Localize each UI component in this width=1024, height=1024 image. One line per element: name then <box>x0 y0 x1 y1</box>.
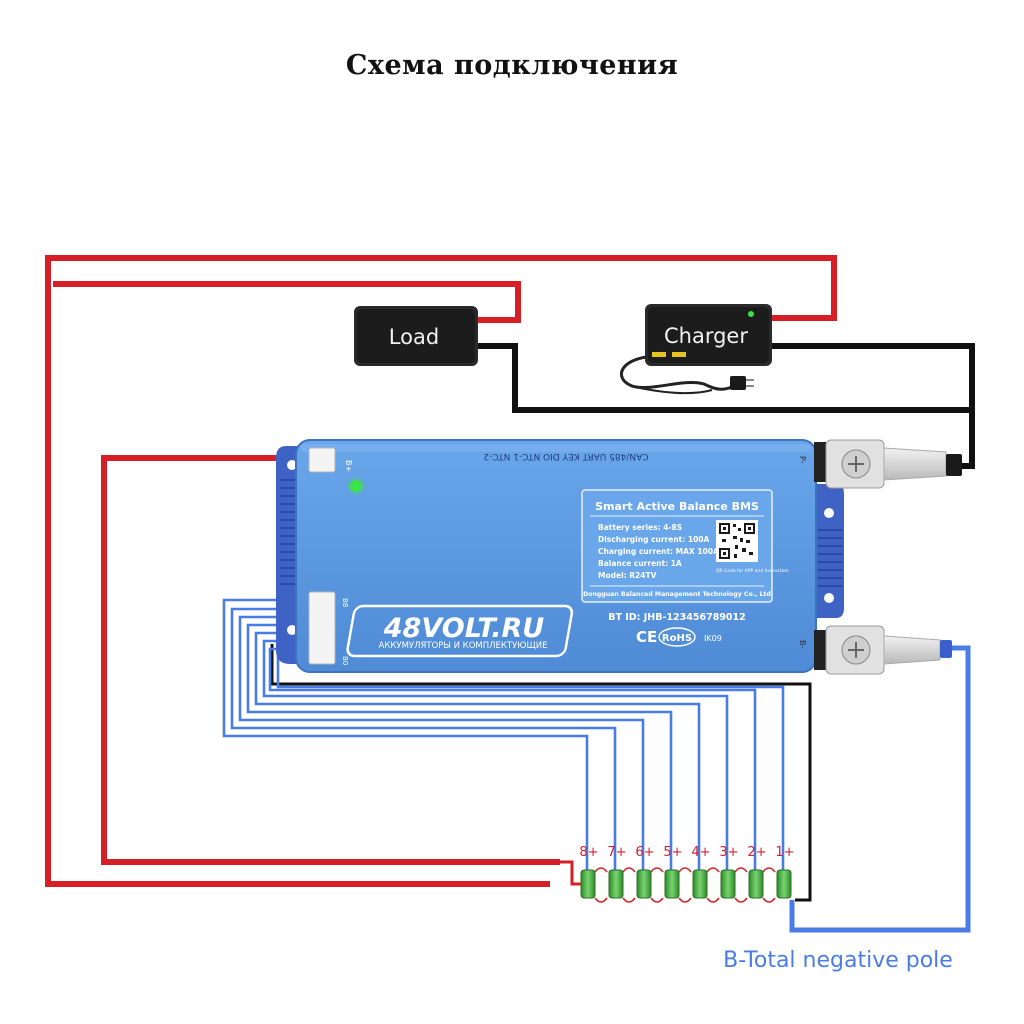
cell-label-8: 8+ <box>579 845 598 860</box>
b0-label: B0 <box>341 656 349 665</box>
cell-label-5: 5+ <box>663 845 682 860</box>
panel-title: Smart Active Balance BMS <box>595 500 759 513</box>
total-negative-label: B-Total negative pole <box>723 948 953 973</box>
watermark-tagline: АККУМУЛЯТОРЫ И КОМПЛЕКТУЮЩИЕ <box>379 641 548 651</box>
cell-label-1: 1+ <box>775 845 794 860</box>
ce-mark: CE <box>636 628 657 646</box>
p-minus-terminal: P- <box>798 439 962 489</box>
cell-2 <box>748 869 764 899</box>
status-led <box>350 480 362 492</box>
red-wires <box>45 255 837 887</box>
cell-4 <box>692 869 708 899</box>
watermark-brand: 48VOLT.RU <box>383 613 545 644</box>
charger-cable <box>620 354 739 391</box>
sense-wires <box>222 598 785 870</box>
red-wire-to-cell8 <box>560 860 588 886</box>
black-wire-charger <box>772 343 975 469</box>
cell-7 <box>608 869 624 899</box>
load-box: Load <box>354 306 478 366</box>
bt-id-label: BT ID: JHB-123456789012 <box>608 612 746 623</box>
battery-cells <box>580 869 792 899</box>
sense-wire-3 <box>262 639 729 870</box>
cell-1 <box>776 869 792 899</box>
rohs-badge <box>658 627 696 647</box>
cell-label-7: 7+ <box>607 845 626 860</box>
load-label: Load <box>389 325 439 349</box>
b-total-negative-wire <box>789 645 971 933</box>
black-wire-load <box>478 343 972 413</box>
spec-charge: Charging current: MAX 100A <box>598 547 719 556</box>
charger: Charger <box>620 304 772 395</box>
bms-module: B+ B8 B0 CAN/485 UART KEY DIO NTC-1 NTC-… <box>276 439 844 673</box>
bms-right-fins <box>818 529 842 587</box>
charger-label: Charger <box>664 324 748 348</box>
red-wire-load <box>53 281 521 323</box>
top-ports-label: CAN/485 UART KEY DIO NTC-1 NTC-2 <box>483 451 648 461</box>
black-wires <box>270 343 975 902</box>
charger-plug <box>730 376 746 390</box>
sense-wire-5 <box>246 623 673 870</box>
spec-discharge: Discharging current: 100A <box>598 535 710 544</box>
b8-label: B8 <box>341 598 349 607</box>
qr-code-icon <box>716 520 758 562</box>
manufacturer-label: Dongguan Balanced Management Technology … <box>583 591 771 598</box>
charger-led <box>748 311 754 317</box>
black-wire-b0 <box>270 644 812 902</box>
code-label: IK09 <box>704 634 722 643</box>
red-wire-outer <box>45 255 837 887</box>
cell-6 <box>636 869 652 899</box>
qr-caption: QR Code for APP and Instruction <box>716 568 789 574</box>
cell-5 <box>664 869 680 899</box>
cell-label-4: 4+ <box>691 845 710 860</box>
sense-wire-2 <box>268 647 757 870</box>
rohs-mark: RoHS <box>662 633 692 644</box>
cell-label-2: 2+ <box>747 845 766 860</box>
balance-connector <box>308 591 336 665</box>
cell-interconnects <box>594 867 776 903</box>
cell-8 <box>580 869 596 899</box>
spec-series: Battery series: 4-8S <box>598 523 682 532</box>
bplus-connector <box>308 447 336 473</box>
spec-model: Model: R24TV <box>598 571 657 580</box>
sense-wire-4 <box>254 631 701 870</box>
p-minus-label: P- <box>798 456 807 464</box>
watermark-logo: 48VOLT.RU АККУМУЛЯТОРЫ И КОМПЛЕКТУЮЩИЕ <box>346 604 574 658</box>
red-wire-bplus <box>101 455 560 865</box>
sense-wire-6 <box>238 615 645 870</box>
b-minus-terminal: B- <box>798 625 952 675</box>
cell-3 <box>720 869 736 899</box>
bms-label-panel: Smart Active Balance BMS Battery series:… <box>581 489 789 603</box>
b-minus-label: B- <box>798 640 807 648</box>
sense-wire-7 <box>230 607 617 870</box>
cell-label-6: 6+ <box>635 845 654 860</box>
sense-wire-8 <box>222 598 589 870</box>
cell-labels: 8+ 7+ 6+ 5+ 4+ 3+ 2+ 1+ <box>579 845 794 860</box>
bplus-label: B+ <box>344 460 353 472</box>
page-title: Схема подключения <box>345 50 679 81</box>
spec-balance: Balance current: 1A <box>598 559 682 568</box>
cell-label-3: 3+ <box>719 845 738 860</box>
